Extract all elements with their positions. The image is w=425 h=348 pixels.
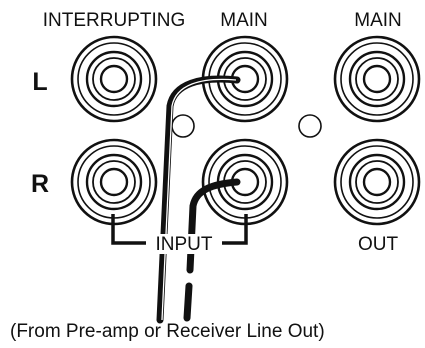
jack-main-output-left-ring-4: [355, 57, 399, 101]
jack-interrupting-left-ring-4: [92, 57, 136, 101]
rca-jacks: [70, 35, 421, 226]
jack-main-output-left-ring-2: [340, 42, 414, 116]
jack-interrupting-left: [70, 35, 158, 123]
column-label-main-input: MAIN: [220, 10, 268, 31]
jack-main-output-right-ring-1: [333, 138, 421, 226]
jack-interrupting-right-ring-5: [99, 167, 129, 197]
jack-interrupting-left-ring-1: [70, 35, 158, 123]
jack-main-output-left-ring-3: [348, 50, 406, 108]
jack-interrupting-right: [70, 138, 158, 226]
row-label-right: R: [31, 170, 49, 198]
indicator-hole-left: [171, 114, 195, 138]
jack-main-output-right-ring-3: [348, 153, 406, 211]
jack-main-output-right-ring-2: [340, 145, 414, 219]
jack-interrupting-right-ring-1: [70, 138, 158, 226]
jack-main-output-right-ring-4: [355, 160, 399, 204]
jack-interrupting-right-ring-3: [85, 153, 143, 211]
input-bracket: [111, 214, 248, 245]
jack-interrupting-left-ring-3: [85, 50, 143, 108]
group-label-output: OUT: [358, 234, 399, 255]
group-label-input: INPUT: [156, 234, 213, 255]
caption: (From Pre-amp or Receiver Line Out): [10, 321, 325, 342]
jack-interrupting-right-ring-2: [77, 145, 151, 219]
input-cable-right: [186, 178, 241, 274]
jack-main-output-right-ring-5: [362, 167, 392, 197]
jack-interrupting-right-ring-4: [92, 160, 136, 204]
jack-interrupting-left-ring-5: [99, 64, 129, 94]
input-label-backdrop: [148, 234, 220, 254]
input-cable-right-tail: [183, 282, 193, 322]
jack-main-output-left: [333, 35, 421, 123]
column-label-interrupting: INTERRUPTING: [43, 10, 186, 31]
column-label-main-output: MAIN: [354, 10, 402, 31]
jack-interrupting-left-ring-2: [77, 42, 151, 116]
jack-main-output-right: [333, 138, 421, 226]
jack-main-output-left-ring-1: [333, 35, 421, 123]
row-label-left: L: [32, 68, 47, 96]
jack-main-output-left-ring-5: [362, 64, 392, 94]
indicator-hole-right: [298, 114, 322, 138]
input-cable-left-inner: [161, 78, 237, 321]
